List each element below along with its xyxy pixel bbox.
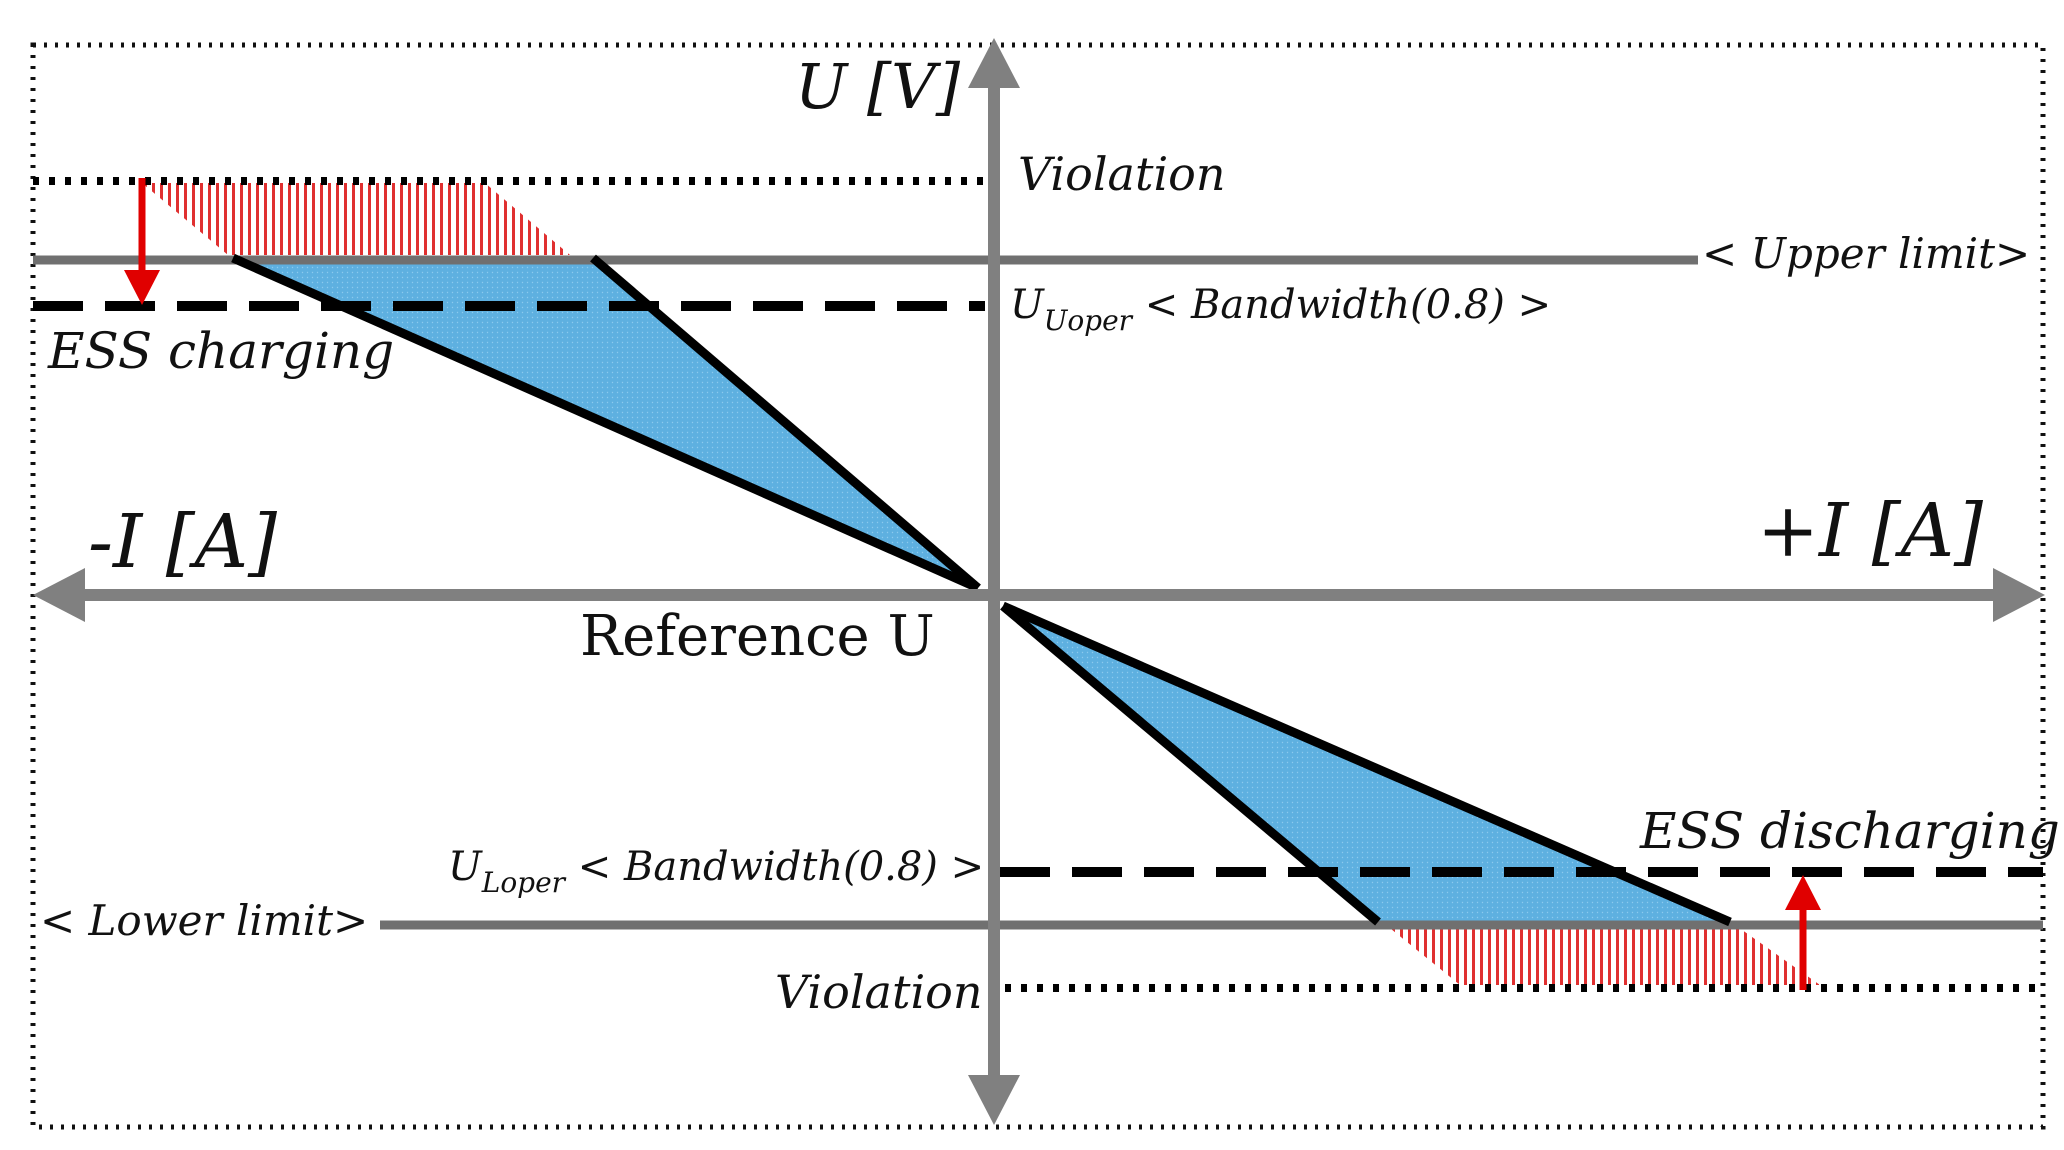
charging-arrow-head-icon xyxy=(124,270,160,305)
upper-band-label: UUoper < Bandwidth(0.8) > xyxy=(1010,282,1551,337)
lower-band-label: ULoper < Bandwidth(0.8) > xyxy=(448,844,984,899)
discharging-label: ESS discharging xyxy=(1639,802,2060,860)
y-axis-arrow-up-icon xyxy=(968,38,1020,88)
droop-line-lower-steep xyxy=(1000,602,1381,926)
upper-violation-label: Violation xyxy=(1018,147,1225,201)
x-pos-axis-label: +I [A] xyxy=(1757,488,1983,574)
x-neg-axis-label: -I [A] xyxy=(88,499,277,585)
lower-violation-label: Violation xyxy=(775,965,982,1019)
charging-label: ESS charging xyxy=(47,322,394,380)
droop-line-upper-shallow xyxy=(231,253,980,593)
droop-line-upper-steep xyxy=(590,254,981,592)
lower-violation-region xyxy=(1380,920,1820,985)
discharging-arrow-head-icon xyxy=(1785,875,1821,910)
upper-limit-label: < Upper limit> xyxy=(1702,229,2030,278)
y-axis-label: U [V] xyxy=(795,50,961,123)
upper-violation-region xyxy=(142,183,570,255)
origin-label: Reference U xyxy=(580,604,935,669)
y-axis-arrow-down-icon xyxy=(968,1075,1020,1125)
lower-limit-label: < Lower limit> xyxy=(40,896,368,945)
x-axis-arrow-left-icon xyxy=(33,568,85,622)
x-axis-arrow-right-icon xyxy=(1993,568,2045,622)
frame-border xyxy=(30,42,2046,1130)
droop-line-lower-shallow xyxy=(1001,601,1732,927)
